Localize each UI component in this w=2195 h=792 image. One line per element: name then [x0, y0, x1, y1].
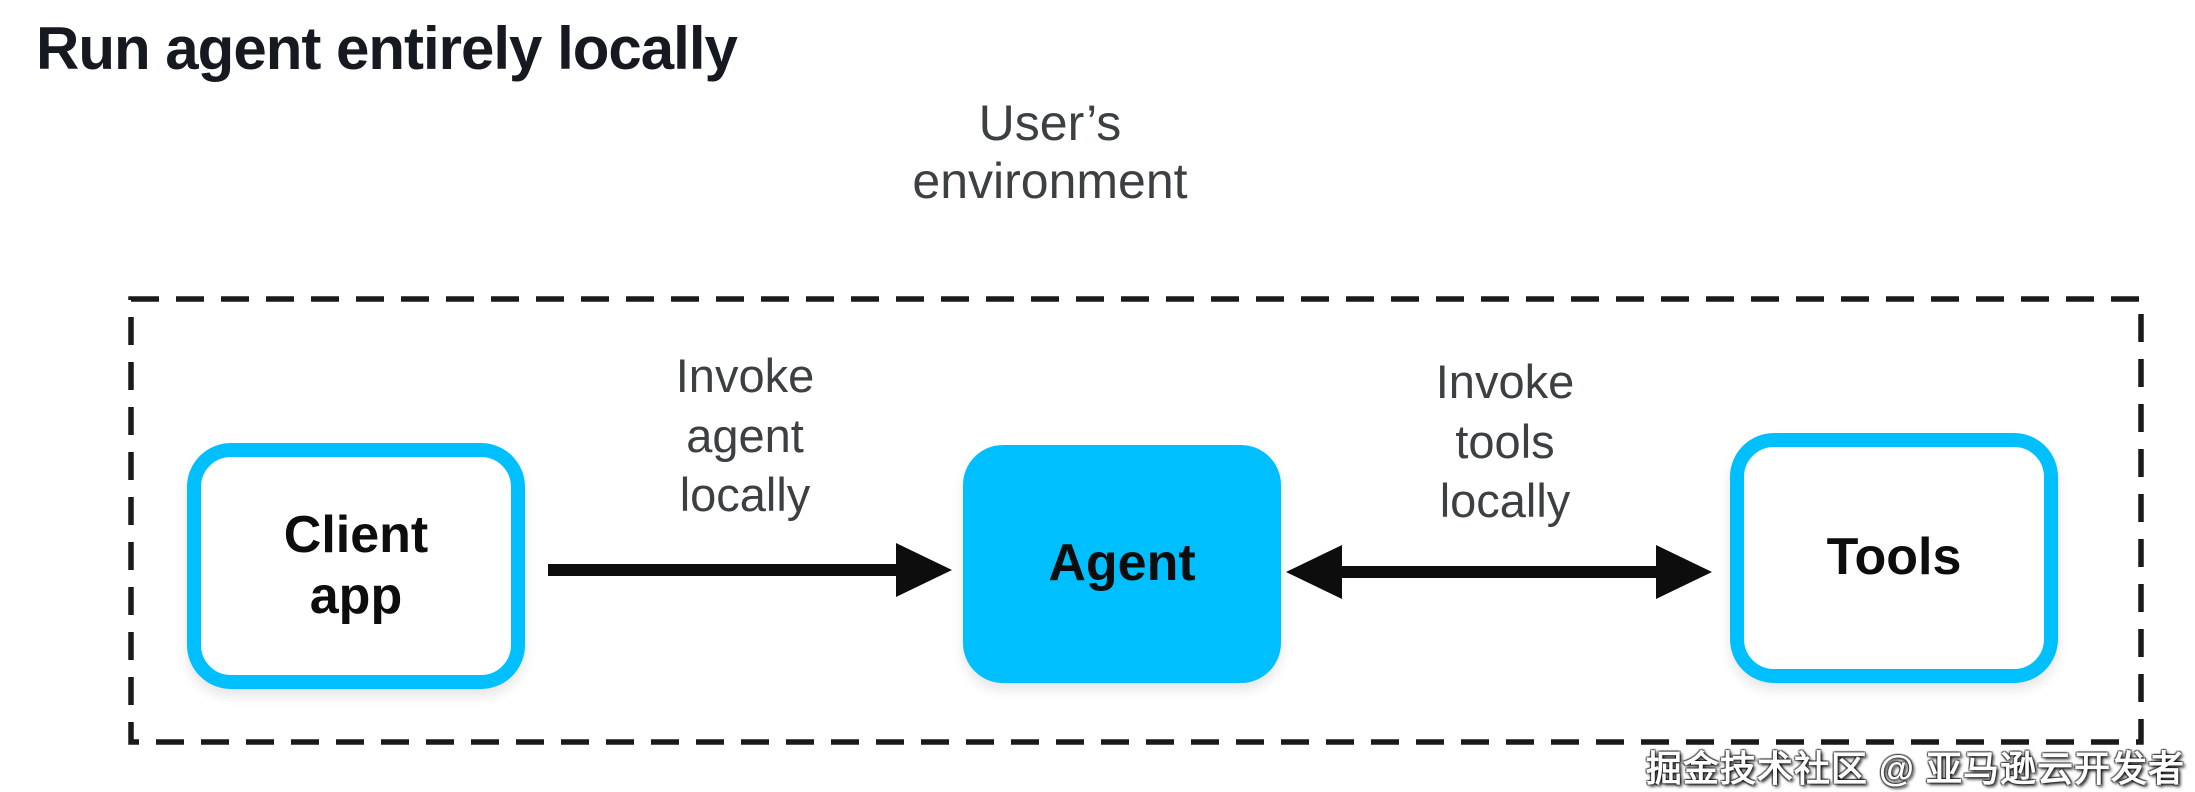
watermark: 掘金技术社区 @ 亚马逊云开发者: [1645, 748, 2185, 789]
invoke-tools-label: Invoke tools locally: [1435, 355, 1575, 528]
invoke-agent-arrowhead-icon: [896, 543, 952, 597]
users-environment-label: User’s environment: [912, 95, 1188, 209]
invoke-agent-arrow: [548, 543, 952, 597]
invoke-tools-arrowhead-right-icon: [1656, 545, 1712, 599]
client-app-node: Client app: [187, 443, 525, 689]
tools-node: Tools: [1730, 433, 2058, 683]
tools-label: Tools: [1826, 528, 1962, 587]
invoke-agent-label: Invoke agent locally: [675, 349, 815, 522]
agent-node: Agent: [963, 445, 1281, 683]
client-app-label: Client app: [283, 505, 429, 625]
agent-label: Agent: [1048, 534, 1196, 593]
invoke-tools-arrow: [1286, 545, 1712, 599]
environment-boundary: [128, 296, 2144, 745]
invoke-tools-arrowhead-left-icon: [1286, 545, 1342, 599]
page-title: Run agent entirely locally: [36, 15, 738, 82]
